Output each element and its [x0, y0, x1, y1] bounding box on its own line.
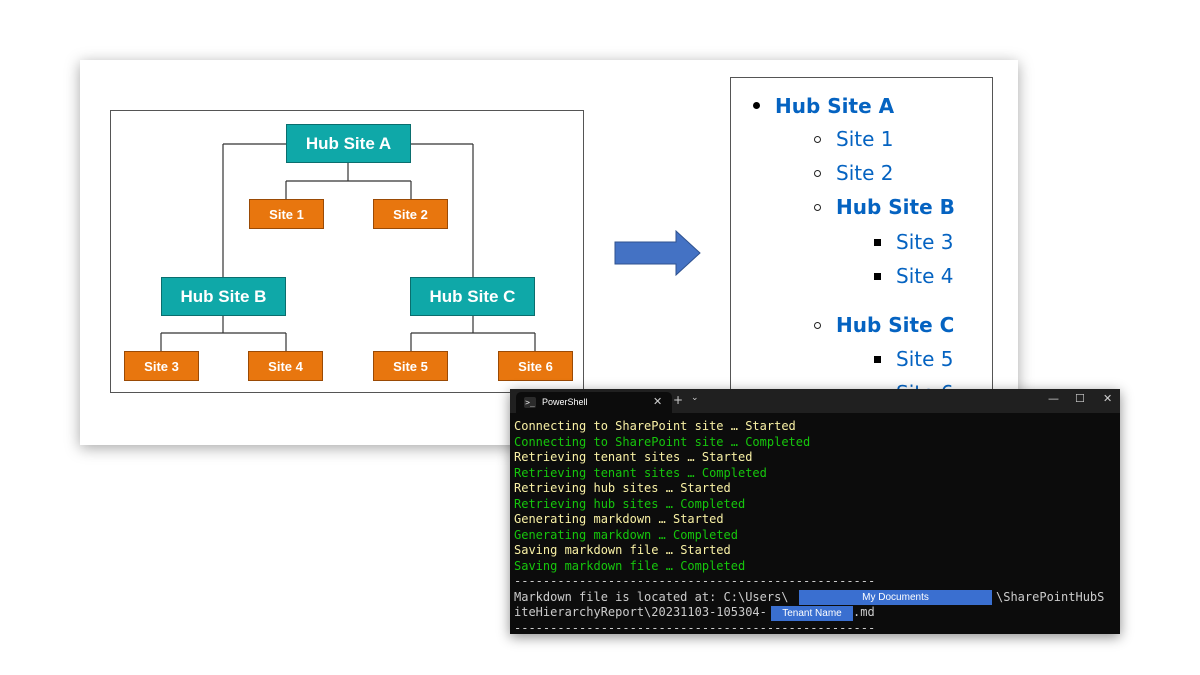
close-tab-icon[interactable]: ✕	[653, 395, 663, 408]
square-bullet	[874, 273, 881, 280]
outline-item-site-1: Site 1	[836, 127, 894, 151]
terminal-line: Retrieving hub sites … Completed	[514, 496, 746, 511]
terminal-title-bar[interactable]: >_ PowerShell ✕ + ⌄ — ☐ ✕	[510, 389, 1120, 413]
circle-bullet	[814, 136, 821, 143]
markdown-outline-preview: Hub Site A Site 1 Site 2 Hub Site B Site…	[730, 77, 993, 417]
terminal-line: Saving markdown file … Completed	[514, 558, 746, 573]
outline-item-site-3: Site 3	[896, 230, 954, 254]
site-6-node: Site 6	[498, 351, 573, 381]
connector-lines	[160, 143, 536, 351]
separator-line: ----------------------------------------…	[514, 574, 876, 588]
terminal-line: Saving markdown file … Started	[514, 543, 731, 557]
site-3-node: Site 3	[124, 351, 199, 381]
hub-site-a-node: Hub Site A	[286, 124, 411, 163]
terminal-line: Retrieving hub sites … Started	[514, 481, 731, 495]
right-arrow-icon	[614, 230, 701, 276]
terminal-line: Retrieving tenant sites … Completed	[514, 465, 767, 480]
new-tab-icon[interactable]: +	[673, 393, 684, 407]
terminal-line: Retrieving tenant sites … Started	[514, 450, 753, 464]
outline-item-site-4: Site 4	[896, 264, 954, 288]
site-1-node: Site 1	[249, 199, 324, 229]
terminal-line: Generating markdown … Completed	[514, 527, 738, 542]
disc-bullet	[753, 102, 760, 109]
chevron-down-icon[interactable]: ⌄	[691, 393, 699, 403]
site-2-node: Site 2	[373, 199, 448, 229]
circle-bullet	[814, 204, 821, 211]
terminal-line: Connecting to SharePoint site … Started	[514, 419, 796, 433]
path-line-2-prefix: iteHierarchyReport\20231103-105304-	[514, 605, 767, 619]
maximize-icon[interactable]: ☐	[1075, 392, 1085, 405]
separator-line: ----------------------------------------…	[514, 621, 876, 634]
powershell-icon: >_	[524, 397, 536, 408]
circle-bullet	[814, 170, 821, 177]
path-line-2-suffix: .md	[853, 605, 875, 619]
tab-powershell[interactable]: >_ PowerShell ✕	[516, 392, 672, 413]
outline-item-site-5: Site 5	[896, 347, 954, 371]
terminal-line: Connecting to SharePoint site … Complete…	[514, 434, 811, 449]
outline-item-hub-b: Hub Site B	[836, 195, 955, 219]
diagram-card: Hub Site A Site 1 Site 2 Hub Site B Hub …	[80, 60, 1018, 445]
hub-site-c-node: Hub Site C	[410, 277, 535, 316]
hub-site-b-node: Hub Site B	[161, 277, 286, 316]
site-4-node: Site 4	[248, 351, 323, 381]
path-line-suffix: \SharePointHubS	[996, 590, 1105, 604]
hub-hierarchy-diagram: Hub Site A Site 1 Site 2 Hub Site B Hub …	[110, 110, 584, 393]
path-line-prefix: Markdown file is located at: C:\Users\	[514, 590, 789, 604]
outline-item-hub-a: Hub Site A	[775, 94, 895, 118]
minimize-icon[interactable]: —	[1048, 392, 1059, 405]
tab-title: PowerShell	[542, 397, 588, 407]
outline-item-hub-c: Hub Site C	[836, 313, 955, 337]
square-bullet	[874, 239, 881, 246]
circle-bullet	[814, 322, 821, 329]
redaction-my-documents: My Documents	[799, 590, 992, 605]
terminal-line: Generating markdown … Started	[514, 512, 724, 526]
outline-item-site-2: Site 2	[836, 161, 894, 185]
site-5-node: Site 5	[373, 351, 448, 381]
redaction-tenant-name: Tenant Name	[771, 606, 853, 621]
powershell-terminal-window[interactable]: >_ PowerShell ✕ + ⌄ — ☐ ✕ Connecting to …	[510, 389, 1120, 634]
close-window-icon[interactable]: ✕	[1103, 392, 1113, 405]
square-bullet	[874, 356, 881, 363]
